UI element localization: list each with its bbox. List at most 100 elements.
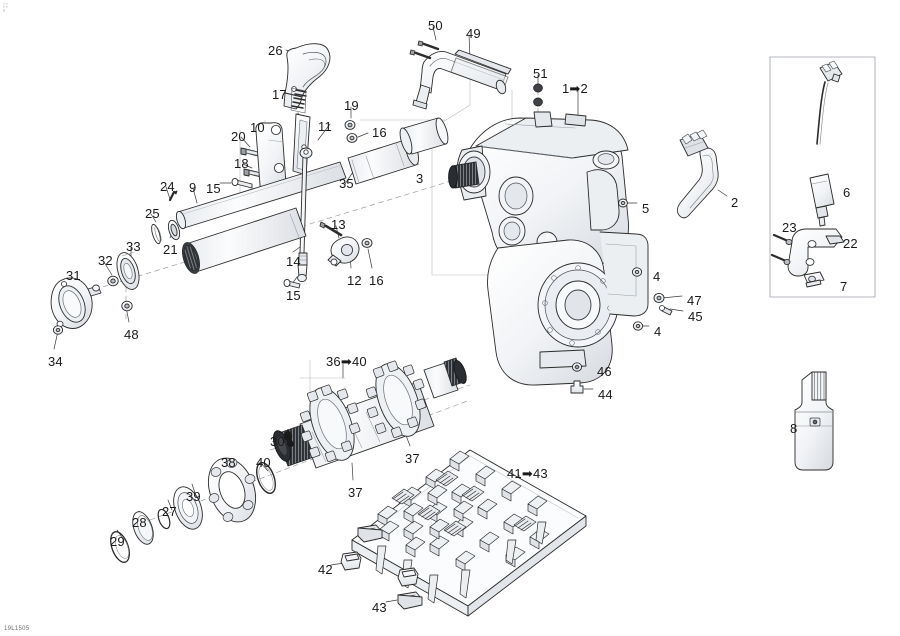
- callout-46: 46: [597, 364, 612, 379]
- part-16-nut-upper: [346, 133, 358, 143]
- part-39-bearing: [173, 486, 203, 530]
- callout-16: 16: [369, 273, 384, 288]
- callout-26: 26: [268, 43, 283, 58]
- callout-41-43: 41➡43: [507, 466, 548, 481]
- callout-9: 9: [189, 180, 197, 195]
- part-22-sensor-bracket: [787, 228, 845, 277]
- callout-18: 18: [234, 156, 249, 171]
- part-23-screws: [770, 233, 793, 266]
- callout-28: 28: [132, 515, 147, 530]
- part-43-clip-plate-a: [357, 524, 383, 543]
- callout-15: 15: [286, 288, 301, 303]
- part-19-nut: [344, 120, 356, 130]
- part-33-bearing: [116, 251, 140, 290]
- callout-21: 21: [163, 242, 178, 257]
- callout-8: 8: [790, 421, 798, 436]
- callout-22: 22: [843, 236, 858, 251]
- callout-35: 35: [339, 176, 354, 191]
- part-36-40-drive-axle: [272, 357, 467, 469]
- part-49-support-bracket: [412, 49, 512, 110]
- part-32-nut: [107, 275, 119, 287]
- part-16-nut-lower: [361, 238, 373, 248]
- callout-44: 44: [598, 387, 613, 402]
- part-48-nut: [121, 300, 133, 312]
- part-4-bolt-lower: [632, 321, 644, 331]
- track-lugs: [377, 450, 550, 572]
- part-8-oil-bottle: [794, 371, 834, 471]
- callout-16: 16: [372, 125, 387, 140]
- callout-37: 37: [405, 451, 420, 466]
- callout-50: 50: [428, 18, 443, 33]
- callout-31: 31: [66, 268, 81, 283]
- part-51-nuts: [533, 83, 543, 107]
- callout-7: 7: [840, 279, 848, 294]
- callout-48: 48: [124, 327, 139, 342]
- part-42-clip-b: [397, 567, 419, 587]
- callout-17: 17: [272, 87, 287, 102]
- callout-25: 25: [145, 206, 160, 221]
- part-11-shift-lever: [292, 113, 311, 176]
- callout-45: 45: [688, 309, 703, 324]
- callout-4: 4: [654, 324, 662, 339]
- part-20-screw: [240, 147, 259, 157]
- part-7-clip-nut: [803, 271, 825, 288]
- callout-36-40: 36➡40: [326, 354, 367, 369]
- part-13-bolt: [319, 221, 343, 237]
- callout-14: 14: [286, 254, 301, 269]
- part-12-clamp: [327, 236, 360, 267]
- callout-42: 42: [318, 562, 333, 577]
- part-27-ring: [157, 508, 171, 530]
- callout-33: 33: [126, 239, 141, 254]
- callout-27: 27: [162, 504, 177, 519]
- part-43-clip-plate-b: [397, 591, 423, 610]
- callout-37: 37: [348, 485, 363, 500]
- callout-13: 13: [331, 217, 346, 232]
- part-26-shift-handle: [283, 43, 331, 110]
- callout-47: 47: [687, 293, 702, 308]
- callout-10: 10: [250, 120, 265, 135]
- part-29-snap-ring: [110, 531, 130, 563]
- diagram-footer-code: 19L1505: [4, 626, 30, 632]
- part-25-snap-ring: [151, 223, 162, 245]
- part-44-drain-plug: [570, 380, 584, 394]
- callout-5: 5: [642, 201, 650, 216]
- part-24-pin: [168, 190, 178, 202]
- part-2-shift-lever-arm: [676, 129, 719, 219]
- sprocket-left: [299, 384, 361, 462]
- part-45-screw: [658, 305, 673, 316]
- part-41-43-track: [351, 449, 587, 617]
- part-47-bolt: [653, 292, 665, 304]
- callout-32: 32: [98, 253, 113, 268]
- callout-4: 4: [653, 269, 661, 284]
- part-15-pin-lower: [283, 278, 301, 289]
- part-28-seal: [132, 511, 154, 545]
- callout-15: 15: [206, 181, 221, 196]
- part-31-bearing-housing: [50, 277, 102, 329]
- callout-29: 29: [110, 534, 125, 549]
- callout-43: 43: [372, 600, 387, 615]
- callout-3: 3: [416, 171, 424, 186]
- part-5-bolt: [618, 198, 628, 208]
- callout-51: 51: [533, 66, 548, 81]
- callout-12: 12: [347, 273, 362, 288]
- callout-23: 23: [782, 220, 797, 235]
- part-50-bolts: [409, 40, 440, 60]
- grease-droplet-icon: [283, 429, 293, 441]
- grease-droplet-icon: [286, 438, 294, 447]
- callout-20: 20: [231, 129, 246, 144]
- part-21-collar: [167, 219, 181, 241]
- callout-30: 30: [270, 435, 294, 448]
- callout-24: 24: [160, 179, 175, 194]
- callout-1-2: 1➡2: [562, 81, 588, 96]
- callout-34: 34: [48, 354, 63, 369]
- callout-11: 11: [318, 119, 332, 134]
- callout-6: 6: [843, 185, 851, 200]
- track-clips: [391, 470, 537, 537]
- callout-40: 40: [256, 455, 271, 470]
- part-15-pin-upper: [231, 177, 253, 189]
- callout-2: 2: [731, 195, 739, 210]
- part-6-speed-sensor: [809, 60, 843, 227]
- part-38-bearing-flange: [207, 457, 257, 523]
